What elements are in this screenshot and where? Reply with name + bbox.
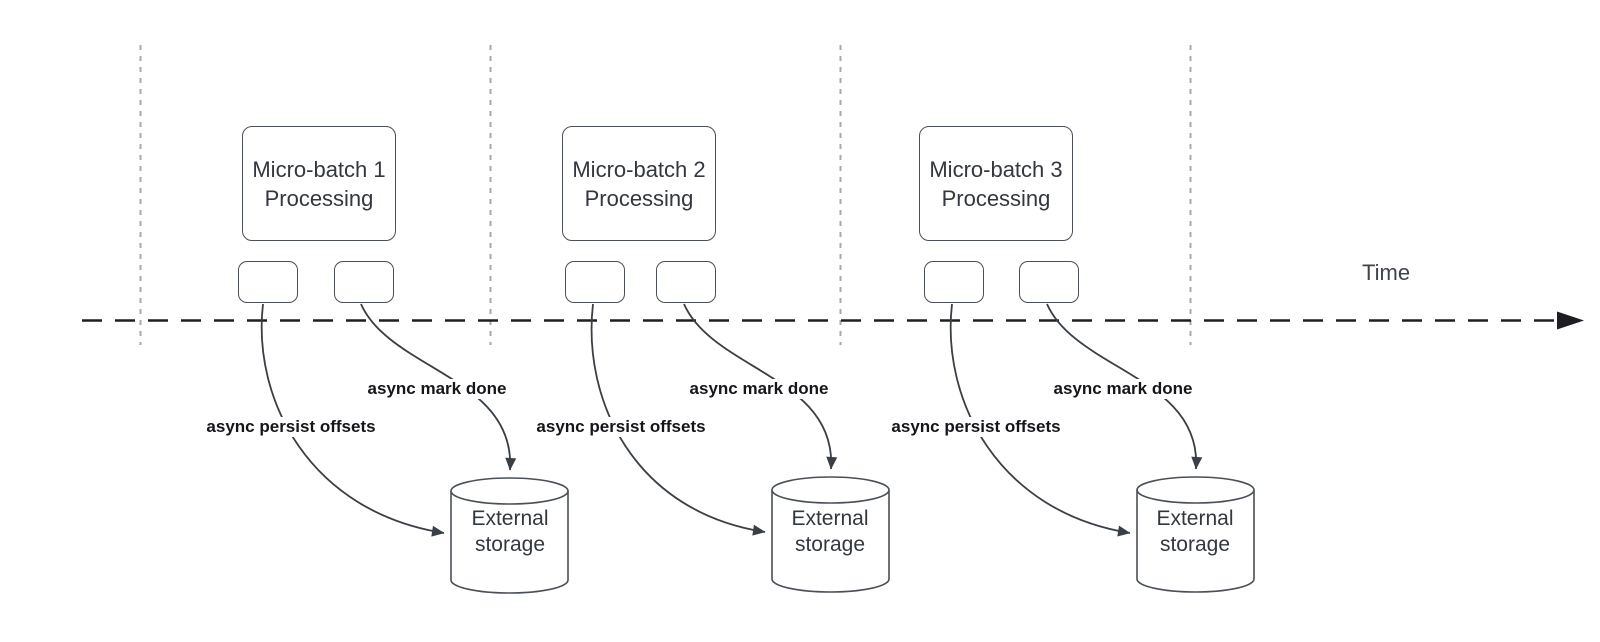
- cylinder-rim: [1136, 489, 1255, 504]
- time-axis-label: Time: [1362, 260, 1411, 285]
- storage-label-line2: storage: [794, 533, 866, 556]
- storage-label-line2: storage: [474, 533, 546, 556]
- micro-batch-2-label-line1: Micro-batch 2: [572, 156, 706, 182]
- async-mark-done-label-2: async mark done: [686, 379, 832, 399]
- micro-batch-3-label-line1: Micro-batch 3: [929, 156, 1063, 182]
- external-storage-cylinder-3: [1136, 476, 1255, 593]
- cylinder-body: [1136, 476, 1255, 593]
- persist-offsets-arrow-2: [590, 303, 766, 536]
- time-axis-arrow: [82, 311, 1584, 330]
- offset-slot-box-2: [565, 261, 625, 303]
- async-mark-done-label-1: async mark done: [364, 379, 510, 399]
- async-persist-offsets-label-2: async persist offsets: [533, 417, 709, 437]
- storage-label-line1: External: [791, 507, 869, 530]
- external-storage-label-2: External storage: [771, 506, 889, 558]
- offset-slot-box-1: [238, 261, 298, 303]
- time-axis-arrowhead-icon: [1557, 311, 1584, 330]
- micro-batch-3-label-line2: Processing: [941, 185, 1051, 211]
- mark-done-arrow-3: [1046, 303, 1203, 470]
- done-slot-box-3: [1019, 261, 1079, 303]
- external-storage-label-3: External storage: [1136, 506, 1254, 558]
- storage-label-line1: External: [471, 507, 549, 530]
- cylinder-body: [771, 476, 890, 593]
- micro-batch-1-box: Micro-batch 1 Processing: [242, 126, 396, 241]
- offset-slot-box-3: [924, 261, 984, 303]
- done-slot-box-2: [656, 261, 716, 303]
- micro-batch-1-label-line2: Processing: [264, 185, 374, 211]
- storage-label-line2: storage: [1159, 533, 1231, 556]
- micro-batch-2-label-line2: Processing: [584, 185, 694, 211]
- micro-batch-1-label-line1: Micro-batch 1: [252, 156, 386, 182]
- micro-batch-3-box: Micro-batch 3 Processing: [919, 126, 1073, 241]
- persist-offsets-arrow-1: [260, 303, 445, 537]
- cylinder-rim: [771, 489, 890, 504]
- micro-batch-2-box: Micro-batch 2 Processing: [562, 126, 716, 241]
- external-storage-cylinder-2: [771, 476, 890, 593]
- external-storage-label-1: External storage: [451, 506, 569, 558]
- persist-offsets-arrow-3: [949, 303, 1131, 537]
- done-slot-box-1: [334, 261, 394, 303]
- storage-label-line1: External: [1156, 507, 1234, 530]
- async-mark-done-label-3: async mark done: [1050, 379, 1196, 399]
- cylinder-rim: [450, 490, 569, 505]
- mark-done-arrow-1: [360, 303, 517, 471]
- cylinder-body: [450, 477, 569, 594]
- async-persist-offsets-label-3: async persist offsets: [888, 417, 1064, 437]
- mark-done-arrow-2: [683, 303, 838, 470]
- external-storage-cylinder-1: [450, 477, 569, 594]
- async-persist-offsets-label-1: async persist offsets: [203, 417, 379, 437]
